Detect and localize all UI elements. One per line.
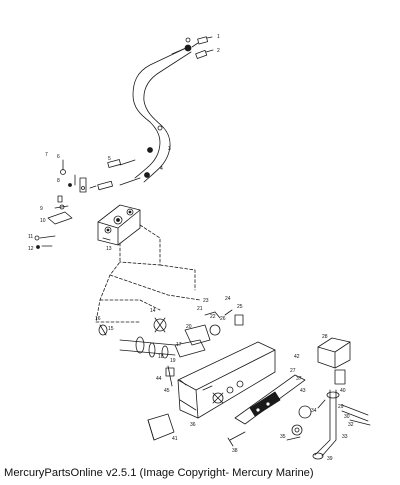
callout-33: 33 [342, 434, 348, 440]
callout-20: 20 [186, 324, 192, 330]
callout-29: 29 [338, 404, 344, 410]
callout-39: 39 [327, 456, 333, 460]
shaft-assembly [98, 309, 244, 387]
callout-19: 19 [170, 358, 176, 364]
callout-13: 13 [106, 246, 112, 252]
cable-end-fittings-mid [89, 125, 163, 191]
callout-45: 45 [164, 388, 170, 394]
callout-4: 4 [160, 166, 163, 172]
control-cables [132, 47, 192, 183]
callout-27: 27 [290, 368, 296, 374]
callout-44: 44 [156, 376, 162, 382]
callout-23: 23 [203, 298, 209, 304]
callout-22: 22 [210, 314, 216, 320]
image-caption: MercuryPartsOnline v2.5.1 (Image Copyrig… [4, 467, 314, 479]
lever-pieces [34, 195, 73, 249]
callout-5: 5 [108, 156, 111, 162]
callout-24: 24 [225, 296, 231, 302]
callout-3: 3 [168, 146, 171, 152]
callout-42: 42 [294, 354, 300, 360]
callout-8: 8 [57, 178, 60, 184]
small-parts-lower [147, 405, 312, 447]
callout-41: 41 [172, 436, 178, 442]
callout-12: 12 [28, 246, 34, 252]
callout-2: 2 [217, 48, 220, 54]
parts-diagram: 1 2 3 4 5 6 7 8 9 10 11 12 13 14 15 16 1… [28, 34, 371, 460]
cable-end-fittings-top [184, 36, 214, 59]
callout-43: 43 [300, 388, 306, 394]
callout-36: 36 [190, 422, 196, 428]
callout-40: 40 [340, 388, 346, 394]
callout-16: 16 [95, 316, 101, 322]
callout-28: 28 [322, 334, 328, 340]
callout-6: 6 [57, 154, 60, 160]
callout-7: 7 [45, 152, 48, 158]
leader-lines [95, 224, 201, 323]
callout-34: 34 [311, 408, 317, 414]
callout-1: 1 [217, 34, 220, 40]
callout-37: 37 [296, 376, 302, 382]
callout-18: 18 [158, 354, 164, 360]
mount-bracket-assembly [97, 204, 141, 246]
callout-21: 21 [197, 306, 203, 312]
callout-17: 17 [176, 342, 182, 348]
faceplate [234, 374, 306, 425]
callout-30: 30 [344, 414, 350, 420]
callout-15: 15 [108, 326, 114, 332]
callout-9: 9 [40, 206, 43, 212]
clip-hardware [60, 159, 87, 193]
callout-32: 32 [348, 422, 354, 428]
callout-10: 10 [40, 218, 46, 224]
handle-assembly [312, 337, 371, 460]
callout-35: 35 [280, 434, 286, 440]
callout-25: 25 [237, 304, 243, 310]
callout-14: 14 [150, 308, 156, 314]
callout-26: 26 [220, 316, 226, 322]
callout-11: 11 [28, 234, 33, 240]
callout-labels: 1 2 3 4 5 6 7 8 9 10 11 12 13 14 15 16 1… [28, 34, 354, 460]
callout-38: 38 [232, 448, 238, 454]
